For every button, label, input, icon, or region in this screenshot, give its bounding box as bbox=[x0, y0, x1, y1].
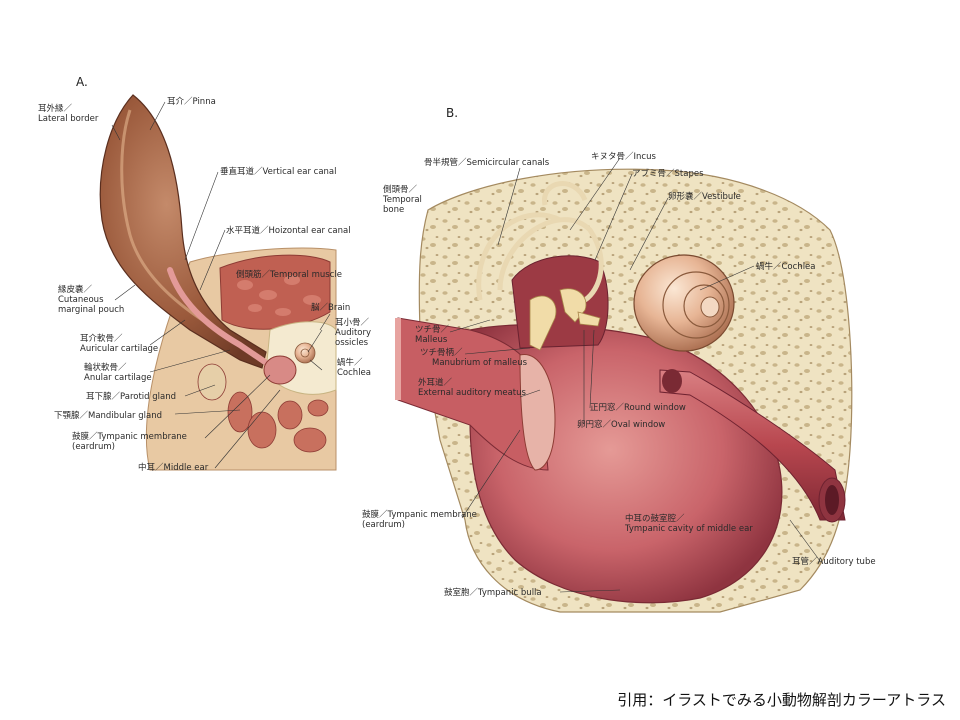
ossicles-shape bbox=[529, 288, 601, 351]
label-parotid-gland: 耳下腺／Parotid gland bbox=[86, 392, 177, 402]
label-cochlea-b: 蝸牛／Cochlea bbox=[756, 262, 816, 272]
pinna-shape bbox=[99, 94, 267, 369]
label-lateral-border: 耳外縁／ Lateral border bbox=[38, 104, 99, 124]
panel-a-letter: A. bbox=[76, 75, 88, 89]
label-stapes: アブミ骨／Stapes bbox=[632, 169, 704, 179]
label-cutaneous-marginal-pouch: 縁皮嚢／ Cutaneous marginal pouch bbox=[58, 285, 125, 315]
label-anular-cartilage: 輪状軟骨／ Anular cartilage bbox=[84, 363, 152, 383]
label-semicircular-canals: 骨半規管／Semicircular canals bbox=[424, 158, 550, 168]
label-mandibular-gland: 下顎腺／Mandibular gland bbox=[54, 411, 162, 421]
label-malleus: ツチ骨／ Malleus bbox=[415, 325, 450, 345]
tympanic-membrane-shape bbox=[519, 354, 556, 471]
panel-b-letter: B. bbox=[446, 106, 459, 120]
label-middle-ear: 中耳／Middle ear bbox=[138, 463, 209, 473]
label-vertical-ear-canal: 垂直耳道／Vertical ear canal bbox=[220, 167, 337, 177]
label-cochlea-a: 蝸牛／ Cochlea bbox=[337, 358, 371, 378]
cochlea-b-shape bbox=[633, 254, 735, 352]
label-vestibule: 卵形嚢／Vestibule bbox=[668, 192, 741, 202]
label-horizontal-ear-canal: 水平耳道／Hoizontal ear canal bbox=[226, 226, 351, 236]
label-tympanic-membrane-b: 鼓膜／Tympanic membrane (eardrum) bbox=[362, 510, 477, 530]
label-external-auditory-meatus: 外耳道／ External auditory meatus bbox=[418, 378, 526, 398]
label-pinna: 耳介／Pinna bbox=[167, 97, 216, 107]
label-oval-window: 卵円窓／Oval window bbox=[577, 420, 666, 430]
label-tympanic-cavity: 中耳の鼓室腔／ Tympanic cavity of middle ear bbox=[625, 514, 753, 534]
source-credit: 引用：イラストでみる小動物解剖カラーアトラス bbox=[617, 691, 946, 709]
label-brain: 脳／Brain bbox=[311, 303, 351, 313]
label-temporal-muscle: 側頭筋／Temporal muscle bbox=[236, 270, 342, 280]
external-meatus bbox=[397, 317, 549, 471]
middle-ear-cavity-a bbox=[263, 355, 297, 385]
label-auricular-cartilage: 耳介軟骨／ Auricular cartilage bbox=[80, 334, 159, 354]
label-auditory-tube: 耳管／Auditory tube bbox=[792, 557, 876, 567]
label-tympanic-membrane-a: 鼓膜／Tympanic membrane (eardrum) bbox=[72, 432, 187, 452]
parotid-mandibular-glands bbox=[197, 363, 329, 453]
label-auditory-ossicles: 耳小骨／ Auditory ossicles bbox=[335, 318, 372, 348]
label-manubrium-of-malleus: ツチ骨柄／ Manubrium of malleus bbox=[420, 348, 528, 368]
label-round-window: 正円窓／Round window bbox=[590, 403, 686, 413]
label-temporal-bone: 側頭骨／ Temporal bone bbox=[383, 185, 422, 215]
ear-canal bbox=[167, 267, 268, 365]
label-tympanic-bulla: 鼓室胞／Tympanic bulla bbox=[444, 588, 542, 598]
semicircular-canals-shape bbox=[476, 181, 604, 303]
label-incus: キヌタ骨／Incus bbox=[591, 152, 656, 162]
cochlea-a bbox=[294, 342, 316, 364]
